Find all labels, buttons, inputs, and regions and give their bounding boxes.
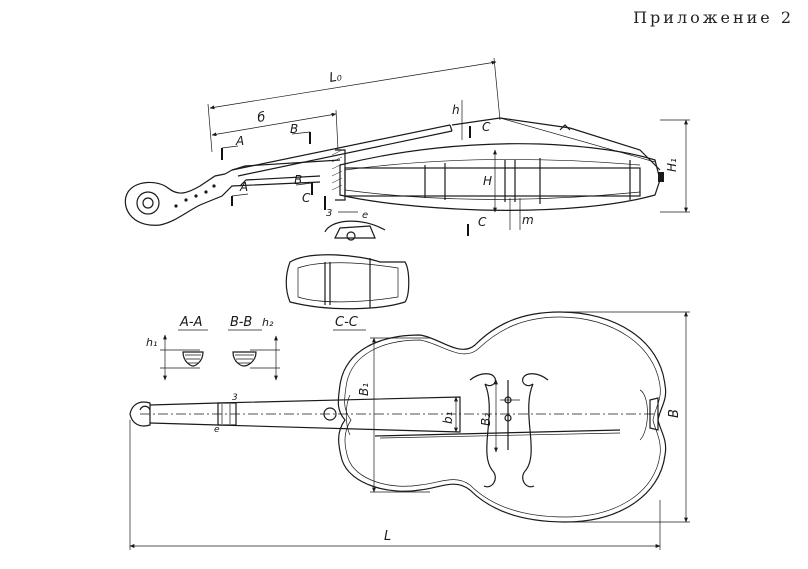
side-view: L₀ б A B A B C C C (124, 57, 690, 310)
dimension-L: L (129, 420, 661, 550)
label-B2: B₂ (479, 413, 493, 426)
label-section-BB: B-B (230, 315, 252, 330)
label-e: e (362, 210, 368, 221)
label-h: h (452, 103, 460, 117)
label-L: L (384, 529, 391, 544)
label-B1: B₁ (357, 383, 371, 396)
label-A-top: A (235, 134, 244, 148)
dimension-B2: B₂ (479, 379, 498, 453)
label-B: B (667, 409, 682, 418)
label-A-bottom: A (239, 180, 248, 194)
section-views: A-A B-B C-C h₁ h₂ (146, 315, 366, 381)
label-C-bottom: C (478, 215, 487, 229)
label-section-CC: C-C (335, 315, 359, 330)
dimension-L0: L₀ (207, 57, 501, 153)
top-view: B₁ b₁ B₂ B L 3 e (129, 311, 690, 550)
label-b1: b₁ (441, 411, 455, 424)
dimension-B1: B₁ (357, 337, 430, 493)
scroll-side-view (124, 159, 341, 226)
label-m: m (522, 213, 534, 227)
appendix-label: Приложение 2 (633, 8, 794, 27)
label-L0: L₀ (328, 69, 343, 86)
label-C-top: C (482, 120, 491, 134)
neck-top (129, 396, 660, 433)
section-markers-top: A B A B C C C (221, 120, 491, 236)
label-h2: h₂ (262, 316, 274, 329)
label-C-left: C (302, 191, 311, 205)
body-side (331, 143, 664, 211)
label-e-top-view: e (214, 425, 220, 435)
label-B-top: B (290, 122, 298, 136)
dimension-B: B (560, 311, 690, 523)
dimension-b1: b₁ (441, 396, 458, 433)
dimensions-h-H: h H m H₁ (452, 100, 690, 230)
bridge-detail: 3 e (324, 208, 386, 241)
label-b: б (256, 110, 266, 126)
label-3: 3 (326, 208, 332, 219)
label-3-top-view: 3 (232, 393, 238, 403)
label-H1: H₁ (665, 158, 679, 172)
label-h1: h₁ (146, 336, 157, 349)
label-B-bottom: B (294, 173, 302, 187)
violin-body-outline (337, 311, 667, 523)
dimension-b: б (211, 110, 339, 151)
label-H: H (483, 174, 492, 188)
label-section-AA: A-A (179, 315, 202, 330)
cross-section-CC (285, 254, 410, 310)
